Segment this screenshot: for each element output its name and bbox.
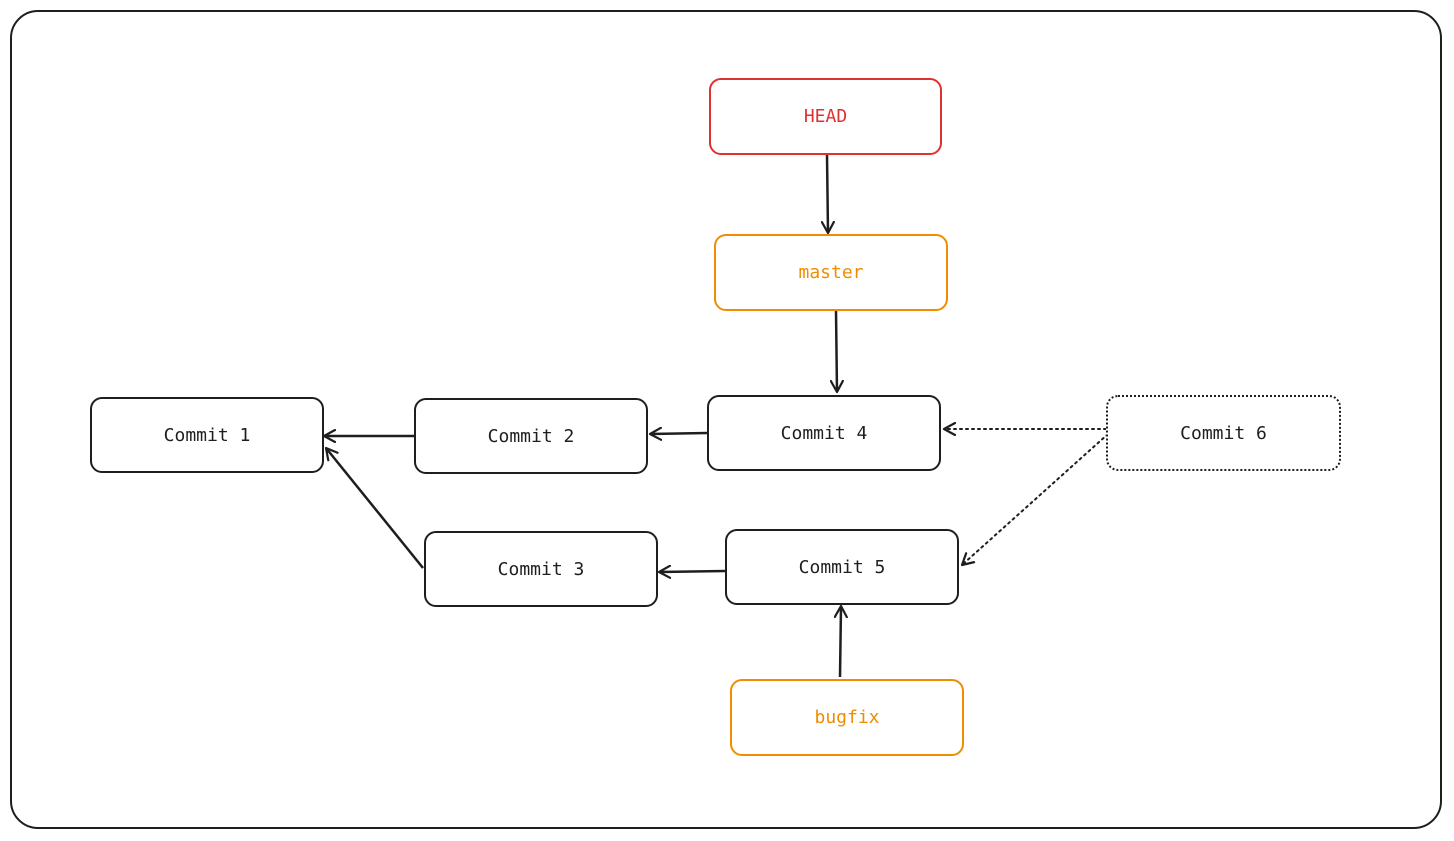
branch-bugfix-label: bugfix — [814, 707, 880, 728]
edge-head-to-master — [827, 154, 828, 233]
edge-commit6-to-commit5 — [962, 433, 1109, 565]
edge-master-to-commit4 — [836, 310, 837, 392]
commit-1-node[interactable]: Commit 1 — [90, 397, 324, 473]
edge-bugfix-to-commit5 — [840, 606, 841, 678]
commit-6-node[interactable]: Commit 6 — [1106, 395, 1341, 471]
commit-3-label: Commit 3 — [497, 558, 585, 580]
edge-commit4-to-commit2 — [650, 433, 708, 434]
commit-2-node[interactable]: Commit 2 — [414, 398, 648, 474]
commit-4-node[interactable]: Commit 4 — [707, 395, 941, 471]
commit-1-label: Commit 1 — [163, 424, 251, 446]
commit-5-node[interactable]: Commit 5 — [725, 529, 959, 605]
branch-master-label: master — [798, 262, 864, 283]
edge-commit5-to-commit3 — [659, 571, 726, 572]
head-node[interactable]: HEAD — [709, 78, 942, 155]
commit-5-label: Commit 5 — [798, 556, 886, 578]
branch-bugfix-node[interactable]: bugfix — [730, 679, 964, 756]
commit-3-node[interactable]: Commit 3 — [424, 531, 658, 607]
commit-4-label: Commit 4 — [780, 422, 868, 444]
commit-2-label: Commit 2 — [487, 425, 575, 447]
branch-master-node[interactable]: master — [714, 234, 948, 311]
canvas-frame — [10, 10, 1442, 829]
commit-6-label: Commit 6 — [1180, 422, 1267, 444]
head-label: HEAD — [803, 106, 848, 127]
edge-commit3-to-commit1 — [326, 448, 424, 569]
